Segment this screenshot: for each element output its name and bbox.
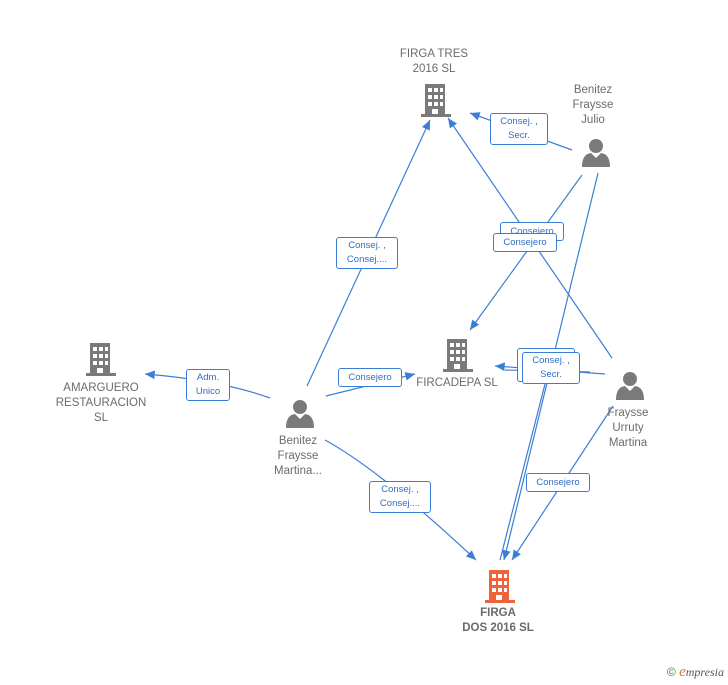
edge-label-martina-amarguero[interactable]: Adm. Unico	[186, 369, 230, 401]
brand-logo-e: e	[679, 664, 686, 680]
node-label-firga-tres[interactable]: FIRGA TRES 2016 SL	[399, 48, 469, 75]
edge-label-urruty-fircadepa[interactable]: Consej. , Secr.	[522, 352, 580, 384]
brand-name: mpresia	[685, 665, 724, 679]
edge-label-julio-fircadepa[interactable]: Consejero	[493, 233, 557, 252]
node-label-fraysse-urruty[interactable]: Fraysse Urruty Martina	[607, 407, 649, 449]
edge-julio-fircadepa	[469, 174, 583, 331]
person-icon[interactable]	[616, 372, 644, 400]
node-label-fircadepa[interactable]: FIRCADEPA SL	[416, 377, 498, 389]
edge-fircadepa-dos	[499, 383, 546, 561]
node-label-firga-dos[interactable]: FIRGA DOS 2016 SL	[462, 607, 534, 634]
building-icon[interactable]	[421, 84, 451, 117]
edge-label-martina-dos[interactable]: Consej. , Consej....	[369, 481, 431, 513]
edge-label-martina-fircadepa[interactable]: Consejero	[338, 368, 402, 387]
node-label-amarguero[interactable]: AMARGUERO RESTAURACION SL	[55, 382, 147, 424]
building-icon[interactable]	[485, 570, 515, 603]
edge-label-urruty-dos[interactable]: Consejero	[526, 473, 590, 492]
copyright-symbol: ©	[666, 665, 676, 679]
edge-label-julio-tres[interactable]: Consej. , Secr.	[490, 113, 548, 145]
edge-label-martina-tres[interactable]: Consej. , Consej....	[336, 237, 398, 269]
person-icon[interactable]	[286, 400, 314, 428]
node-label-benitez-julio[interactable]: Benitez Fraysse Julio	[572, 84, 614, 126]
building-icon[interactable]	[86, 343, 116, 376]
empresia-brand: © empresia	[667, 664, 724, 681]
node-label-benitez-martina[interactable]: Benitez Fraysse Martina...	[274, 435, 322, 477]
building-icon[interactable]	[443, 339, 473, 372]
person-icon[interactable]	[582, 139, 610, 167]
